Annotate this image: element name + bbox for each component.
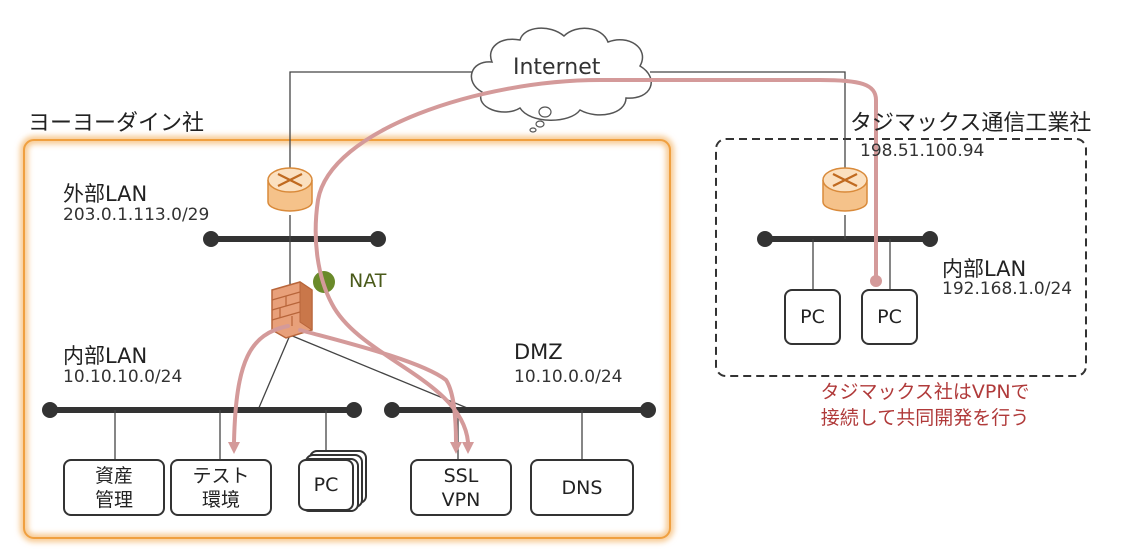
company-b-boundary (715, 138, 1087, 377)
company-a-boundary (20, 136, 674, 542)
pc-a-label: PC (313, 474, 339, 496)
dmz-segment (384, 402, 656, 418)
router-a-icon (267, 167, 313, 212)
dmz-address: 10.10.0.0/24 (514, 367, 623, 387)
internal-lan-b-label: 内部LAN (942, 257, 1027, 281)
vpn-path-origin (870, 275, 882, 287)
internet-links (289, 71, 846, 168)
company-a-name: ヨーヨーダイン社 (28, 111, 205, 136)
company-b-ip: 198.51.100.94 (860, 141, 985, 161)
external-lan-segment (203, 231, 386, 247)
pc-a: PC (298, 459, 354, 511)
vpn-note-line2: 接続して共同開発を行う (820, 407, 1030, 429)
pc-b2: PC (861, 289, 918, 345)
pc-b1-label: PC (800, 306, 825, 328)
internal-lan-a-segment (42, 402, 362, 418)
dns-label: DNS (561, 476, 603, 499)
asset-management-server: 資産管理 (63, 459, 165, 516)
sslvpn-line1: SSL (443, 464, 479, 487)
internet-label: Internet (513, 55, 601, 80)
test-line1: テスト (192, 464, 250, 487)
firewall-icon (271, 281, 313, 339)
internal-lan-a-label: 内部LAN (63, 344, 148, 368)
internal-lan-b-address: 192.168.1.0/24 (942, 279, 1073, 299)
vpn-note: タジマックス社はVPNで 接続して共同開発を行う (770, 379, 1080, 431)
vpn-path (232, 78, 878, 444)
vpn-note-line1: タジマックス社はVPNで (820, 381, 1030, 403)
test-line2: 環境 (201, 488, 240, 511)
nat-label: NAT (349, 270, 387, 292)
external-lan-address: 203.0.1.113.0/29 (63, 205, 210, 225)
internal-lan-b-segment (757, 231, 938, 247)
test-environment-server: テスト環境 (170, 459, 272, 516)
company-b-name: タジマックス通信工業社 (850, 111, 1092, 136)
dmz-label: DMZ (514, 340, 563, 364)
external-lan-label: 外部LAN (63, 182, 148, 206)
sslvpn-line2: VPN (441, 488, 481, 511)
internal-lan-a-address: 10.10.10.0/24 (63, 367, 183, 387)
asset-line1: 資産 (94, 464, 133, 487)
router-b-icon (822, 167, 868, 212)
asset-line2: 管理 (94, 488, 133, 511)
internet-cloud (470, 27, 652, 133)
pc-b1: PC (784, 289, 841, 345)
host-drops (114, 410, 583, 460)
dns-server: DNS (530, 459, 634, 516)
vpn-arrowheads (228, 442, 474, 454)
pc-b2-label: PC (877, 306, 902, 328)
company-b-links (812, 215, 891, 290)
